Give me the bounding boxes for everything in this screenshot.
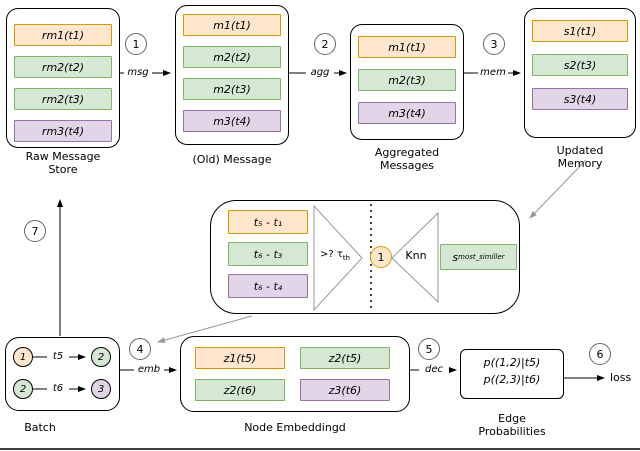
edge-probability-line: p((2,3)|t6)	[483, 373, 541, 386]
step-circle-6: 6	[589, 343, 611, 365]
edge-probabilities-caption: Edge Probabilities	[478, 412, 546, 438]
loss-label: loss	[610, 371, 632, 384]
raw-message-chip: rm1(t1)	[14, 24, 112, 46]
time-delta-chip: t₅ - t₁	[228, 210, 308, 234]
mem-label: mem	[478, 66, 508, 79]
old-message-chip: m2(t3)	[183, 78, 281, 100]
knn-step-circle: 1	[370, 246, 392, 268]
memory-state-chip: s1(t1)	[532, 20, 628, 42]
old-message-chip: m2(t2)	[183, 46, 281, 68]
old-message-caption: (Old) Message	[192, 153, 272, 166]
memory-state-chip: s2(t3)	[532, 54, 628, 76]
emb-label: emb	[134, 363, 164, 376]
step-circle-7: 7	[24, 220, 46, 242]
batch-node: 2	[91, 347, 111, 367]
time-delta-chip: t₆ - t₃	[228, 242, 308, 266]
knn-label: Knn	[405, 249, 427, 262]
memory-state-chip: s3(t4)	[532, 88, 628, 110]
aggregated-message-chip: m3(t4)	[358, 102, 456, 124]
batch-node: 2	[13, 379, 33, 399]
edge-probability-values: p((1,2)|t5) p((2,3)|t6)	[460, 354, 564, 388]
aggregated-message-chip: m2(t3)	[358, 69, 456, 91]
embedding-chip: z2(t6)	[195, 379, 285, 401]
batch-node: 3	[91, 379, 111, 399]
raw-message-store-caption: Raw Message Store	[25, 150, 101, 176]
old-message-chip: m1(t1)	[183, 14, 281, 36]
batch-edge-label: t5	[47, 350, 69, 363]
batch-node: 1	[13, 347, 33, 367]
raw-message-chip: rm2(t3)	[14, 88, 112, 110]
batch-edge-label: t6	[47, 382, 69, 395]
aggregated-messages-caption: Aggregated Messages	[374, 146, 440, 172]
step-circle-1: 1	[125, 33, 147, 55]
edge-probability-line: p((1,2)|t5)	[483, 356, 541, 369]
old-message-chip: m3(t4)	[183, 110, 281, 132]
dec-label: dec	[419, 363, 449, 376]
edge-probabilities-box	[460, 349, 564, 399]
step-circle-4: 4	[129, 338, 151, 360]
raw-message-chip: rm3(t4)	[14, 120, 112, 142]
embedding-chip: z2(t5)	[300, 347, 390, 369]
embedding-chip: z3(t6)	[300, 379, 390, 401]
step-circle-2: 2	[314, 33, 336, 55]
step-circle-5: 5	[418, 338, 440, 360]
step-circle-3: 3	[483, 33, 505, 55]
aggregated-message-chip: m1(t1)	[358, 36, 456, 58]
msg-label: msg	[124, 66, 152, 79]
raw-message-chip: rm2(t2)	[14, 56, 112, 78]
time-delta-chip: t₆ - t₄	[228, 274, 308, 298]
threshold-label: >? τth	[319, 249, 351, 262]
agg-label: agg	[306, 66, 334, 79]
updated-memory-caption: Updated Memory	[556, 144, 604, 170]
embedding-chip: z1(t5)	[195, 347, 285, 369]
batch-caption: Batch	[24, 421, 56, 434]
node-embeddings-caption: Node Embeddingd	[244, 421, 346, 434]
